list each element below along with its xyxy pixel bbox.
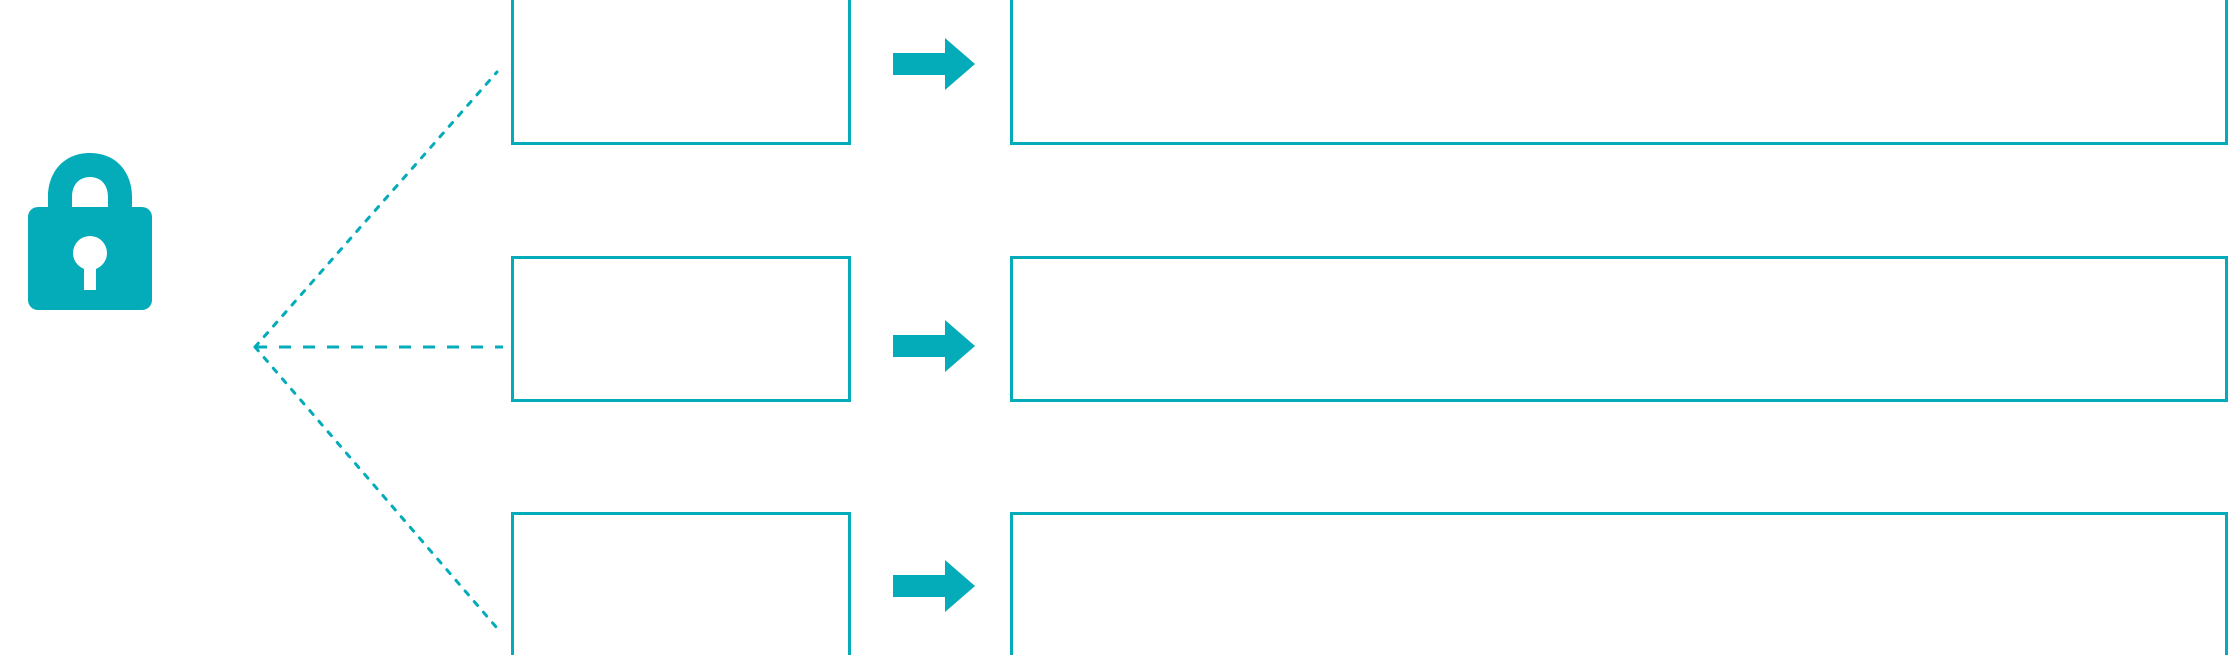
lock-keyhole-stem — [84, 253, 96, 290]
lock-shackle — [48, 153, 132, 215]
row-2-small-box[interactable] — [511, 256, 851, 402]
row-3-small-box[interactable] — [511, 512, 851, 655]
arrow-right-icon — [893, 36, 975, 92]
lock-icon — [20, 145, 160, 315]
row-1-large-box[interactable] — [1010, 0, 2228, 145]
connector-to-row-3 — [253, 345, 499, 630]
arrow-right-icon — [893, 558, 975, 614]
row-2-large-box[interactable] — [1010, 256, 2228, 402]
diagram-row-1 — [0, 0, 2229, 145]
diagram-row-3 — [0, 512, 2229, 655]
connector-to-row-1 — [253, 70, 499, 349]
arrow-right-icon — [893, 318, 975, 374]
diagram-row-2 — [0, 256, 2229, 402]
row-3-large-box[interactable] — [1010, 512, 2228, 655]
row-1-small-box[interactable] — [511, 0, 851, 145]
